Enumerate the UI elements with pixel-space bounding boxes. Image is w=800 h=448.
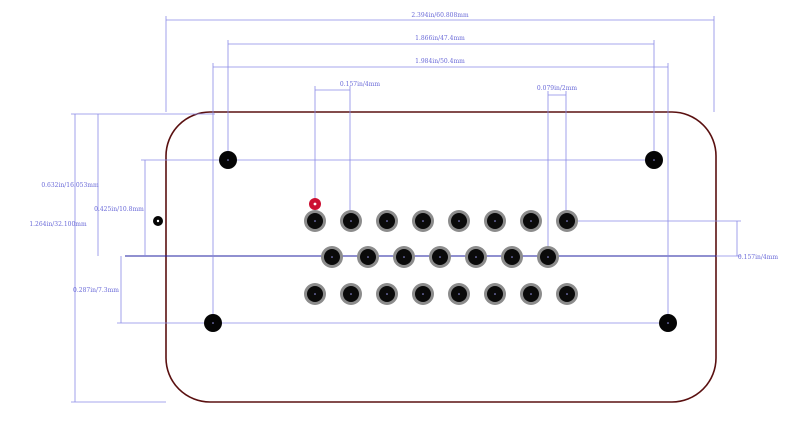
origin-marker-dot bbox=[156, 219, 160, 223]
dimension-height-left: 0.632in/16.053mm bbox=[41, 114, 99, 256]
pin-13 bbox=[465, 246, 487, 268]
pin-22 bbox=[520, 283, 542, 305]
pin-center bbox=[314, 220, 316, 222]
pin-5 bbox=[448, 210, 470, 232]
pin-14 bbox=[501, 246, 523, 268]
pin-17 bbox=[340, 283, 362, 305]
pin-center bbox=[458, 293, 460, 295]
dim-label-row-pitch-right: 0.157in/4mm bbox=[738, 254, 778, 261]
pin-center bbox=[314, 293, 316, 295]
dim-label-mount-inner-width: 1.866in/47.4mm bbox=[415, 35, 465, 42]
pin-19 bbox=[412, 283, 434, 305]
pin-center bbox=[458, 220, 460, 222]
pin-array bbox=[304, 210, 578, 305]
pin-18 bbox=[376, 283, 398, 305]
dim-label-pin-offset-right: 0.079in/2mm bbox=[537, 85, 577, 92]
dim-label-pin-pitch-top: 0.157in/4mm bbox=[340, 81, 380, 88]
pin-10 bbox=[357, 246, 379, 268]
dim-label-mount-outer-width: 1.984in/50.4mm bbox=[415, 58, 465, 65]
pin-center bbox=[566, 220, 568, 222]
dimension-overall-height: 1.264in/32.100mm bbox=[29, 113, 215, 403]
pin-center bbox=[439, 256, 441, 258]
dimension-mount-inner-width: 1.866in/47.4mm bbox=[227, 35, 655, 160]
pin-4 bbox=[412, 210, 434, 232]
pin-center bbox=[422, 293, 424, 295]
pin-7 bbox=[520, 210, 542, 232]
pin-20 bbox=[448, 283, 470, 305]
pin-center bbox=[350, 220, 352, 222]
pin-21 bbox=[484, 283, 506, 305]
pin-16 bbox=[304, 283, 326, 305]
pin-center bbox=[494, 293, 496, 295]
dimension-pin-pitch-top: 0.157in/4mm bbox=[314, 81, 380, 220]
dimension-height-inner: 0.425in/10.8mm bbox=[94, 159, 654, 256]
dim-label-height-left: 0.632in/16.053mm bbox=[41, 182, 99, 189]
pin-center bbox=[494, 220, 496, 222]
dimension-row-pitch-right: 0.157in/4mm bbox=[566, 220, 778, 261]
pin-1 bbox=[304, 210, 326, 232]
pin-center bbox=[386, 220, 388, 222]
pin1-marker-dot bbox=[313, 202, 317, 206]
pin-center bbox=[422, 220, 424, 222]
pin-center bbox=[331, 256, 333, 258]
dim-label-overall-height: 1.264in/32.100mm bbox=[29, 221, 87, 228]
dim-label-height-inner: 0.425in/10.8mm bbox=[94, 206, 144, 213]
pin-center bbox=[403, 256, 405, 258]
pin-6 bbox=[484, 210, 506, 232]
pin-center bbox=[530, 293, 532, 295]
pin-center bbox=[367, 256, 369, 258]
pin-center bbox=[511, 256, 513, 258]
pin-center bbox=[530, 220, 532, 222]
pin-center bbox=[547, 256, 549, 258]
pin-center bbox=[350, 293, 352, 295]
pin-8 bbox=[556, 210, 578, 232]
board-outline bbox=[165, 111, 717, 403]
pin-15 bbox=[537, 246, 559, 268]
dim-label-overall-width: 2.394in/60.808mm bbox=[411, 12, 469, 19]
dim-label-lower-offset: 0.287in/7.3mm bbox=[73, 287, 119, 294]
pin-23 bbox=[556, 283, 578, 305]
dimension-mount-outer-width: 1.984in/50.4mm bbox=[212, 58, 669, 323]
dimension-pin-offset-right: 0.079in/2mm bbox=[537, 85, 577, 257]
pin-9 bbox=[321, 246, 343, 268]
pin-11 bbox=[393, 246, 415, 268]
pin-center bbox=[566, 293, 568, 295]
pin-center bbox=[475, 256, 477, 258]
pin-12 bbox=[429, 246, 451, 268]
pin-3 bbox=[376, 210, 398, 232]
dimension-overall-width: 2.394in/60.808mm bbox=[165, 12, 715, 112]
mounting-holes bbox=[204, 151, 677, 332]
pin-2 bbox=[340, 210, 362, 232]
pin-center bbox=[386, 293, 388, 295]
